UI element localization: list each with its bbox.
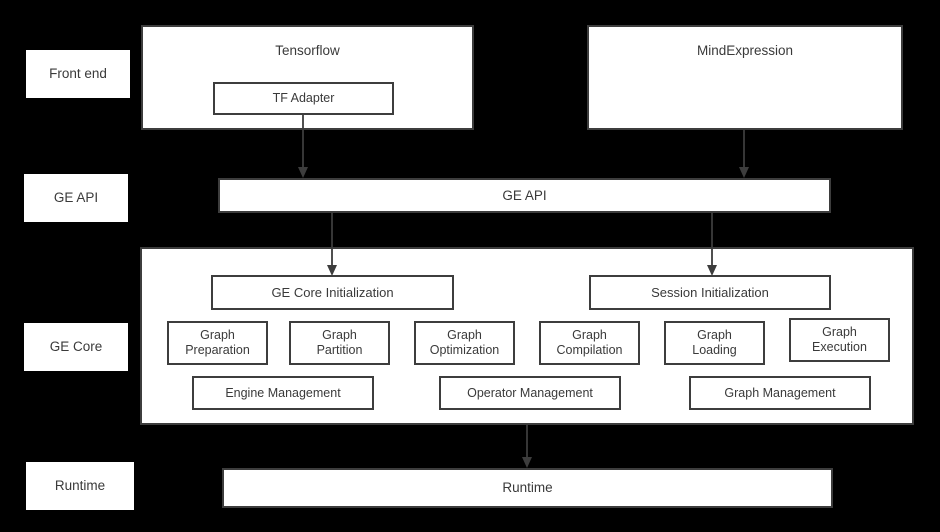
- ge-core-module-graph-compilation[interactable]: Graph Compilation: [539, 321, 640, 365]
- ge-core-module-graph-partition[interactable]: Graph Partition: [289, 321, 390, 365]
- arrow-ge-core-to-runtime: [519, 425, 535, 468]
- ge-core-module-graph-loading[interactable]: Graph Loading: [664, 321, 765, 365]
- ge-core-manager-graph-management[interactable]: Graph Management: [689, 376, 871, 410]
- ge-core-module-graph-execution[interactable]: Graph Execution: [789, 318, 890, 362]
- arrow-mindexpression-to-ge-api: [736, 130, 752, 178]
- ge-api-bar[interactable]: GE API: [218, 178, 831, 213]
- layer-label-ge-core: GE Core: [24, 323, 128, 371]
- arrow-ge-api-to-session-init: [704, 213, 720, 276]
- ge-core-module-graph-preparation[interactable]: Graph Preparation: [167, 321, 268, 365]
- ge-core-manager-operator-management[interactable]: Operator Management: [439, 376, 621, 410]
- tf-adapter-box[interactable]: TF Adapter: [213, 82, 394, 115]
- layer-label-ge-api: GE API: [24, 174, 128, 222]
- arrow-tf-adapter-to-ge-api: [295, 115, 311, 178]
- ge-core-init-ge-core-initialization[interactable]: GE Core Initialization: [211, 275, 454, 310]
- arrow-ge-api-to-ge-core-init: [324, 213, 340, 276]
- runtime-bar[interactable]: Runtime: [222, 468, 833, 508]
- ge-core-manager-engine-management[interactable]: Engine Management: [192, 376, 374, 410]
- frontend-group-mindexpression: MindExpression: [587, 25, 903, 130]
- layer-label-runtime: Runtime: [26, 462, 134, 510]
- layer-label-front-end: Front end: [26, 50, 130, 98]
- ge-core-init-session-initialization[interactable]: Session Initialization: [589, 275, 831, 310]
- ge-core-module-graph-optimization[interactable]: Graph Optimization: [414, 321, 515, 365]
